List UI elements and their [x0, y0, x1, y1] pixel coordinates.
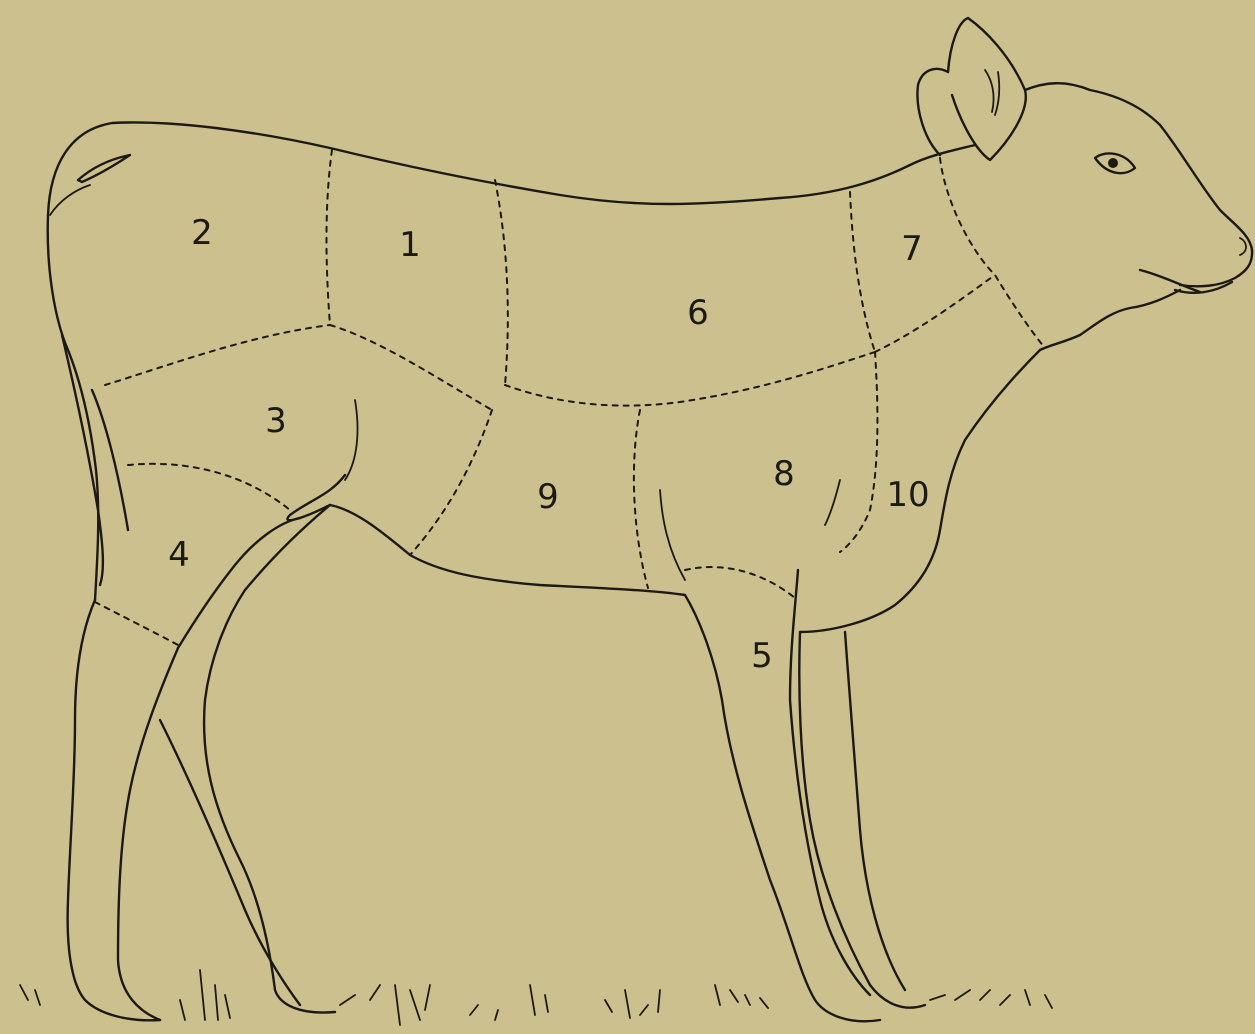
- jaw-throat: [1040, 290, 1180, 350]
- head-outline: [917, 18, 1252, 350]
- label-region-9: 9: [537, 477, 559, 517]
- label-region-8: 8: [773, 454, 795, 494]
- label-region-10: 10: [886, 475, 929, 515]
- cut-8-5: [685, 567, 795, 598]
- mouth: [1140, 270, 1232, 293]
- cut-8-10: [840, 352, 877, 552]
- hip-bone: [78, 155, 130, 182]
- rump-line: [48, 215, 99, 600]
- nostril: [1240, 238, 1246, 255]
- cut-1-2: [326, 150, 332, 325]
- cut-3-9: [410, 410, 492, 555]
- cut-9-8: [634, 410, 648, 588]
- shoulder-line: [825, 480, 840, 525]
- cut-7-neck: [875, 275, 995, 352]
- label-region-2: 2: [191, 213, 213, 253]
- poll-forehead: [1025, 83, 1252, 250]
- ear-front: [948, 18, 1026, 160]
- label-region-1: 1: [399, 225, 421, 265]
- back-line: [48, 122, 975, 215]
- muzzle: [1180, 250, 1252, 286]
- flank-line: [345, 400, 358, 480]
- cut-7-head: [940, 158, 1045, 348]
- hind-leg-near-back: [160, 518, 300, 1005]
- belly-line: [330, 505, 685, 595]
- pupil-icon: [1108, 158, 1118, 168]
- hind-leg-inner: [118, 648, 178, 1020]
- label-region-6: 6: [687, 293, 709, 333]
- elbow-line: [660, 490, 685, 580]
- ear-inner: [985, 70, 999, 115]
- label-region-4: 4: [168, 535, 190, 575]
- fore-leg-near-front: [790, 570, 870, 995]
- fore-leg-far: [799, 632, 925, 1008]
- cut-2-3: [105, 325, 330, 385]
- region-labels: 1 2 3 4 5 6 7 8 9 10: [168, 213, 929, 676]
- ear-back: [917, 69, 948, 155]
- hind-leg-back: [68, 600, 160, 1020]
- rump-fold: [50, 185, 90, 215]
- fore-leg-near: [685, 595, 880, 1021]
- cut-6-lower: [505, 352, 875, 406]
- label-region-3: 3: [265, 401, 287, 441]
- cut-6-7: [850, 192, 875, 352]
- cut-1-6: [495, 180, 508, 385]
- cut-lines: [95, 150, 1045, 645]
- label-region-5: 5: [751, 636, 773, 676]
- label-region-7: 7: [901, 229, 923, 269]
- cut-3-4: [128, 464, 290, 510]
- legs-outline: [68, 400, 925, 1021]
- fore-leg-far-back: [845, 632, 905, 990]
- stifle-line: [287, 475, 345, 520]
- body-outline: [48, 122, 975, 600]
- cut-1-3: [330, 325, 492, 410]
- cut-4-leg: [95, 602, 178, 645]
